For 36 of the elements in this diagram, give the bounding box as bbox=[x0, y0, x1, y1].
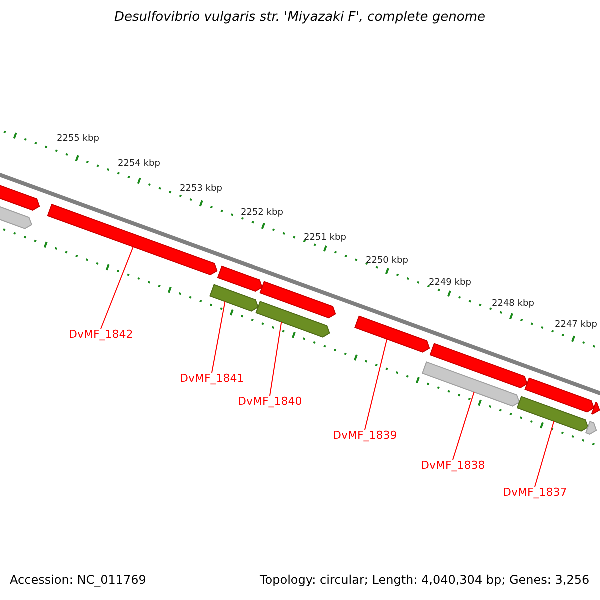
gene-bar bbox=[260, 281, 336, 319]
gene-bar bbox=[354, 316, 430, 353]
scale-label: 2251 kbp bbox=[304, 233, 346, 243]
genome-info-text: Topology: circular; Length: 4,040,304 bp; Genes: 3,256 bbox=[260, 573, 590, 587]
scale-label: 2253 kbp bbox=[180, 184, 222, 194]
gene-bar bbox=[47, 204, 218, 276]
gene-bar bbox=[256, 301, 330, 338]
gene-label: DvMF_1839 bbox=[333, 429, 398, 442]
leader-line bbox=[534, 420, 555, 488]
scale-label: 2247 kbp bbox=[555, 320, 598, 330]
leader-line bbox=[364, 338, 388, 430]
scale-label: 2249 kbp bbox=[429, 278, 472, 288]
leader-line bbox=[452, 392, 475, 460]
title: Desulfovibrio vulgaris str. 'Miyazaki F', complete genome bbox=[113, 10, 487, 25]
scale-label: 2255 kbp bbox=[57, 134, 100, 144]
gene-label: DvMF_1837 bbox=[503, 486, 568, 499]
scale-label: 2254 kbp bbox=[118, 159, 160, 169]
leader-line bbox=[270, 322, 282, 396]
gene-label: DvMF_1840 bbox=[238, 395, 302, 408]
gene-bar bbox=[430, 343, 528, 388]
gene-bar bbox=[217, 266, 263, 292]
scale-label: 2250 kbp bbox=[366, 256, 408, 266]
scale-label: 2248 kbp bbox=[492, 299, 534, 309]
leader-line bbox=[212, 301, 226, 374]
scale-label: 2252 kbp bbox=[241, 208, 284, 218]
gene-bar bbox=[585, 421, 598, 435]
gene-bar bbox=[591, 402, 600, 415]
leader-line bbox=[100, 246, 134, 330]
gene-bar bbox=[516, 396, 589, 432]
gene-bar bbox=[210, 284, 259, 312]
gene-bar bbox=[422, 362, 520, 407]
gene-label: DvMF_1838 bbox=[421, 459, 486, 472]
gene-bar bbox=[524, 378, 595, 413]
accession-text: Accession: NC_011769 bbox=[10, 573, 146, 587]
gene-label: DvMF_1842 bbox=[69, 328, 134, 341]
gene-label: DvMF_1841 bbox=[180, 372, 244, 385]
